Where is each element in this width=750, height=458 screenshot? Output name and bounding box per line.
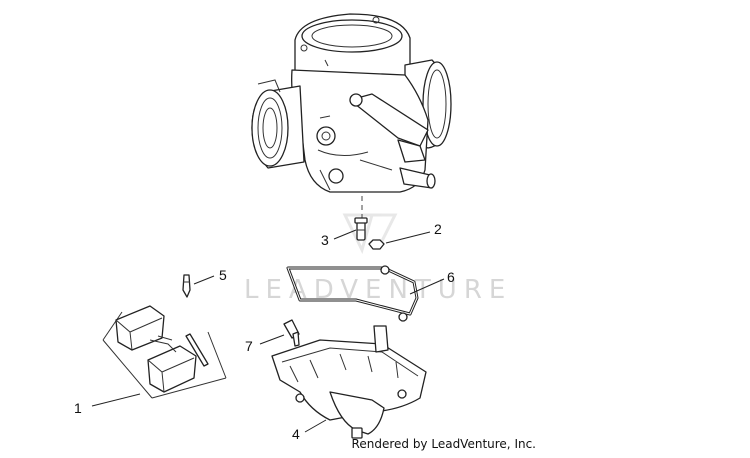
rendered-by-credit: Rendered by LeadVenture, Inc. [351, 437, 536, 451]
callout-7: 7 [245, 338, 253, 354]
carburetor-body-icon [251, 13, 452, 193]
leader-line-5 [193, 275, 215, 285]
needle-valve-icon [182, 274, 191, 298]
gasket-icon [286, 265, 419, 322]
leader-line-2 [385, 231, 431, 244]
callout-6: 6 [447, 269, 455, 285]
watermark-logo-icon [342, 213, 398, 255]
callout-4: 4 [292, 426, 300, 442]
callout-1: 1 [74, 400, 82, 416]
leader-line-6 [409, 278, 445, 295]
watermark-text: LEADVENTURE [244, 275, 512, 305]
callout-5: 5 [219, 267, 227, 283]
watermark: LEADVENTURE [244, 213, 512, 305]
leader-line-7 [259, 334, 285, 345]
leader-line-1 [91, 393, 141, 407]
float-bowl-icon [271, 325, 427, 439]
callout-labels: 1 2 3 4 5 6 7 [74, 221, 455, 442]
leader-lines [91, 229, 445, 433]
jet-icon [354, 217, 368, 241]
leader-line-4 [304, 419, 327, 433]
nut-icon [368, 239, 385, 250]
float-assembly-icon [102, 305, 227, 399]
callout-2: 2 [434, 221, 442, 237]
leader-line-3 [333, 229, 357, 240]
callout-3: 3 [321, 232, 329, 248]
screw-icon [283, 319, 300, 347]
